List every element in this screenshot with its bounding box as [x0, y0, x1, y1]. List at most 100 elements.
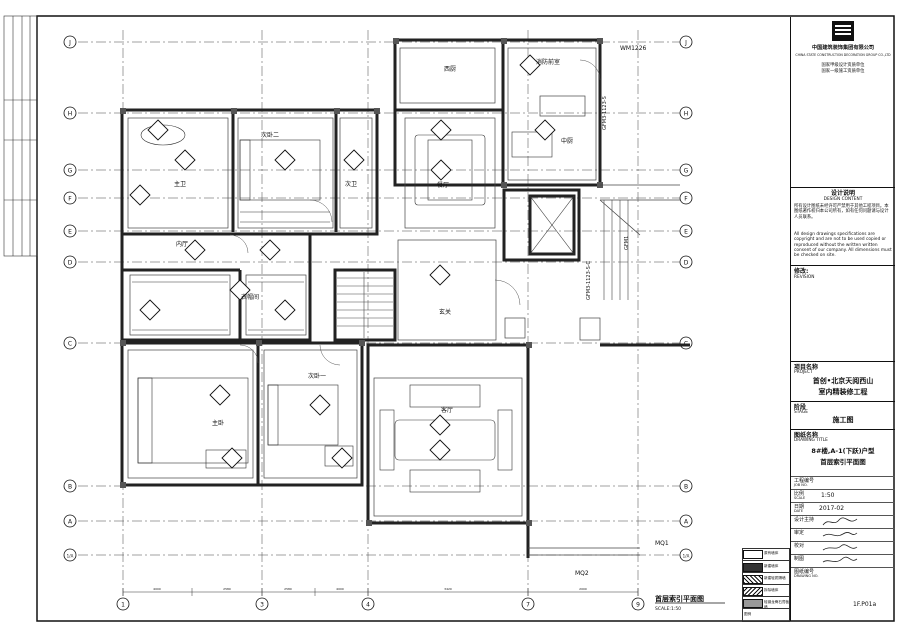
grid-label-F-right: F	[684, 196, 688, 203]
wall-fills	[120, 38, 603, 526]
notes-title-en: DESIGN CONTENT	[823, 197, 863, 202]
legend-swatch-demolish	[743, 587, 763, 596]
grid-label-A-right: A	[684, 519, 689, 526]
row-drawn: 制图	[791, 554, 895, 566]
room-label-foyer: 玄关	[439, 308, 451, 316]
grid-label-B-right: B	[684, 484, 688, 491]
dimension-values: 4000 2580 2580 4000 3420 2000	[153, 587, 587, 591]
room-label-inner-hall: 内厅	[176, 240, 188, 248]
grid-col-labels: 1 3 4 7 9	[121, 602, 640, 609]
room-label-chinese-kitchen: 中厨	[561, 137, 573, 145]
grid-col-bubbles	[116, 597, 645, 611]
room-label-west-kitchen: 西厨	[444, 66, 456, 73]
tag-fire-door-a: GFM3-1123-S	[602, 96, 608, 130]
dimension-line-bottom	[122, 588, 639, 596]
grid-label-A-left: A	[68, 519, 73, 526]
grid-label-H-left: H	[68, 111, 73, 118]
drawing-scale: SCALE:1:50	[655, 606, 681, 612]
grid-label-G-left: G	[68, 168, 73, 175]
room-label-master-bath: 主卫	[174, 180, 186, 188]
room-label-master-bedroom: 主卧	[212, 419, 224, 427]
svg-text:2000: 2000	[579, 587, 587, 591]
grid-row-bubbles-right	[679, 35, 693, 562]
project-label: 项目名称	[794, 364, 819, 371]
interior-lines	[127, 47, 680, 556]
svg-text:3420: 3420	[444, 587, 452, 591]
room-label-fire-anteroom: 消防前室	[536, 58, 560, 66]
grid-label-J-right: J	[684, 40, 687, 47]
room-label-guest-bath: 次卫	[345, 180, 357, 188]
notes-text-en: All design drawings specifications are c…	[794, 232, 892, 259]
company-logo-icon	[832, 21, 854, 41]
grid-label-E-left: E	[68, 229, 72, 236]
grid-label-J-left: J	[68, 40, 71, 47]
legend-swatch-light	[743, 575, 763, 584]
grid-lines-vertical	[122, 30, 639, 596]
grid-label-E-right: E	[684, 229, 688, 236]
row-scale: 比例 SCALE 1:50	[791, 489, 895, 501]
project-name-2: 室内精装修工程	[818, 388, 868, 396]
grid-label-4: 4	[366, 602, 370, 609]
legend-swatch-existing	[743, 550, 763, 559]
svg-text:4000: 4000	[336, 587, 344, 591]
drawing-title: 首层索引平面图	[655, 594, 704, 603]
row-checked: 校对	[791, 541, 895, 553]
tag-fire-door-b: GFM3-1123-S-C	[586, 260, 592, 300]
tag-curtain-wall-2: MQ2	[575, 570, 589, 577]
drawing-no-value: 1F.P01a	[853, 601, 877, 608]
revision-label-en: REVISION	[794, 275, 815, 280]
row-drawing-no: 图纸编号 DRAWING NO. 1F.P01a	[791, 567, 895, 618]
tag-curtain-wall-1: MQ1	[655, 540, 669, 547]
grid-label-B-left: B	[68, 484, 72, 491]
grid-label-C-left: C	[68, 341, 72, 348]
designer-signature-icon	[822, 517, 858, 526]
room-label-dining: 餐厅	[437, 181, 449, 189]
elevator-cross	[529, 195, 575, 255]
svg-text:2580: 2580	[284, 587, 292, 591]
stage-label: 阶段	[794, 404, 807, 411]
door-swings	[229, 59, 601, 366]
grid-label-1A-left: 1/A	[67, 554, 74, 559]
grid-label-D-left: D	[68, 260, 73, 267]
drafter-signature-icon	[822, 556, 858, 563]
room-labels: 西厨 消防前室 中厨 餐厅 次卧二 主卫 次卫 内厅 衣帽间 玄关 主卧 次卧一…	[174, 58, 573, 427]
room-label-living: 客厅	[441, 406, 453, 414]
drawing-name-1: 8#楼,A-1(下跃)户型	[811, 447, 875, 455]
grid-label-D-right: D	[684, 260, 689, 267]
approver-signature-icon	[822, 532, 858, 537]
drawing-title-label-en: DRAWING TITLE	[794, 438, 828, 443]
company-logo	[791, 19, 895, 45]
checker-signature-icon	[822, 544, 858, 551]
stage-value: 施工图	[832, 416, 854, 424]
svg-text:2580: 2580	[223, 587, 231, 591]
scale-value: 1:50	[821, 492, 835, 499]
legend-title: 图例	[744, 612, 752, 616]
grid-label-3: 3	[260, 602, 264, 609]
stair-treads	[337, 200, 629, 338]
company-name: 中国建筑装饰集团有限公司	[811, 45, 875, 51]
room-label-bedroom-1: 次卧一	[308, 372, 326, 380]
row-job-no: 工程编号 JOB NO.	[791, 476, 895, 488]
row-date: 日期 DATE 2017-02	[791, 502, 895, 514]
legend-swatch-new	[743, 563, 763, 572]
index-tags	[129, 54, 556, 469]
grid-row-bubbles-left	[63, 35, 77, 562]
grid-label-F-left: F	[68, 196, 72, 203]
grid-label-7: 7	[526, 602, 530, 609]
cert-1: 国家甲级设计资质单位	[821, 63, 865, 68]
grid-label-H-right: H	[684, 111, 689, 118]
title-block: 中国建筑装饰集团有限公司 CHINA STATE CONSTRUCTION DE…	[790, 17, 895, 621]
company-name-en: CHINA STATE CONSTRUCTION DECORATION GROU…	[795, 53, 891, 57]
project-name-1: 首创•北京天阅西山	[812, 377, 874, 385]
date-value: 2017-02	[819, 505, 845, 512]
sheet-border	[36, 15, 895, 622]
binding-strip	[3, 15, 38, 257]
notes-title: 设计说明	[830, 190, 855, 197]
legend: 原有墙体 新建墙体 新建轻质隔墙 拆除墙体 轻钢龙骨石膏板墙 图例	[742, 548, 790, 622]
grid-label-9: 9	[636, 602, 640, 609]
tag-fire-door-c: GFM1	[624, 236, 630, 250]
drawing-title-block-bottom: 首层索引平面图 SCALE:1:50	[655, 594, 725, 612]
door-window-tags: WM1226 GFM3-1123-S GFM3-1123-S-C GFM1 MQ…	[575, 45, 669, 577]
closet-hatching	[132, 211, 330, 331]
